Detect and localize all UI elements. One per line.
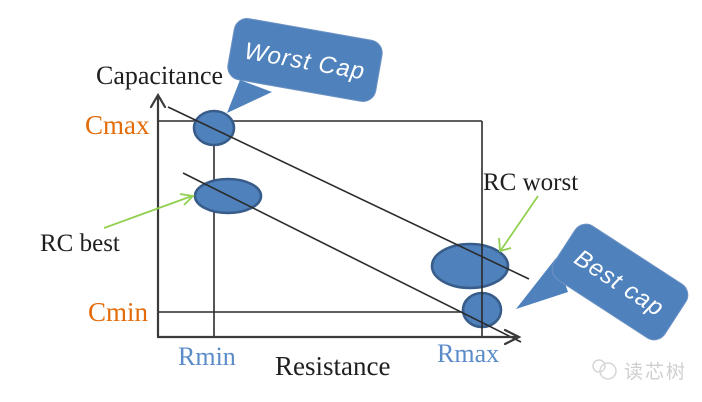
watermark-logo-icon — [599, 362, 617, 380]
rc-best-arrow — [103, 193, 195, 229]
worst-cap-callout-tail — [227, 80, 272, 113]
x-axis-label: Resistance — [275, 351, 390, 381]
cmax-label: Cmax — [85, 110, 150, 140]
x-axis-arrowhead — [503, 328, 522, 346]
watermark-logo-icon — [592, 359, 606, 373]
y-axis-label: Capacitance — [96, 61, 223, 90]
rmin-label: Rmin — [178, 342, 236, 371]
watermark: 读芯树 — [592, 359, 687, 383]
watermark-text: 读芯树 — [624, 361, 687, 383]
y-axis-arrowhead — [149, 92, 167, 109]
worst-cap-ellipse — [192, 109, 236, 147]
rc-best-diagonal-line — [182, 172, 522, 343]
rc-best-label: RC best — [40, 230, 120, 257]
best-cap-callout: Best cap — [516, 223, 689, 341]
rmax-label: Rmax — [437, 339, 499, 368]
rc-worst-label: RC worst — [483, 169, 578, 196]
worst-cap-callout-body — [227, 18, 383, 102]
rc-worst-arrow — [498, 195, 539, 253]
worst-cap-callout: Worst Cap — [227, 18, 383, 113]
cmin-label: Cmin — [88, 297, 149, 327]
rc-worst-ellipse — [430, 242, 510, 290]
best-cap-callout-body — [551, 223, 689, 341]
rc-worst-diagonal-line — [167, 106, 530, 280]
